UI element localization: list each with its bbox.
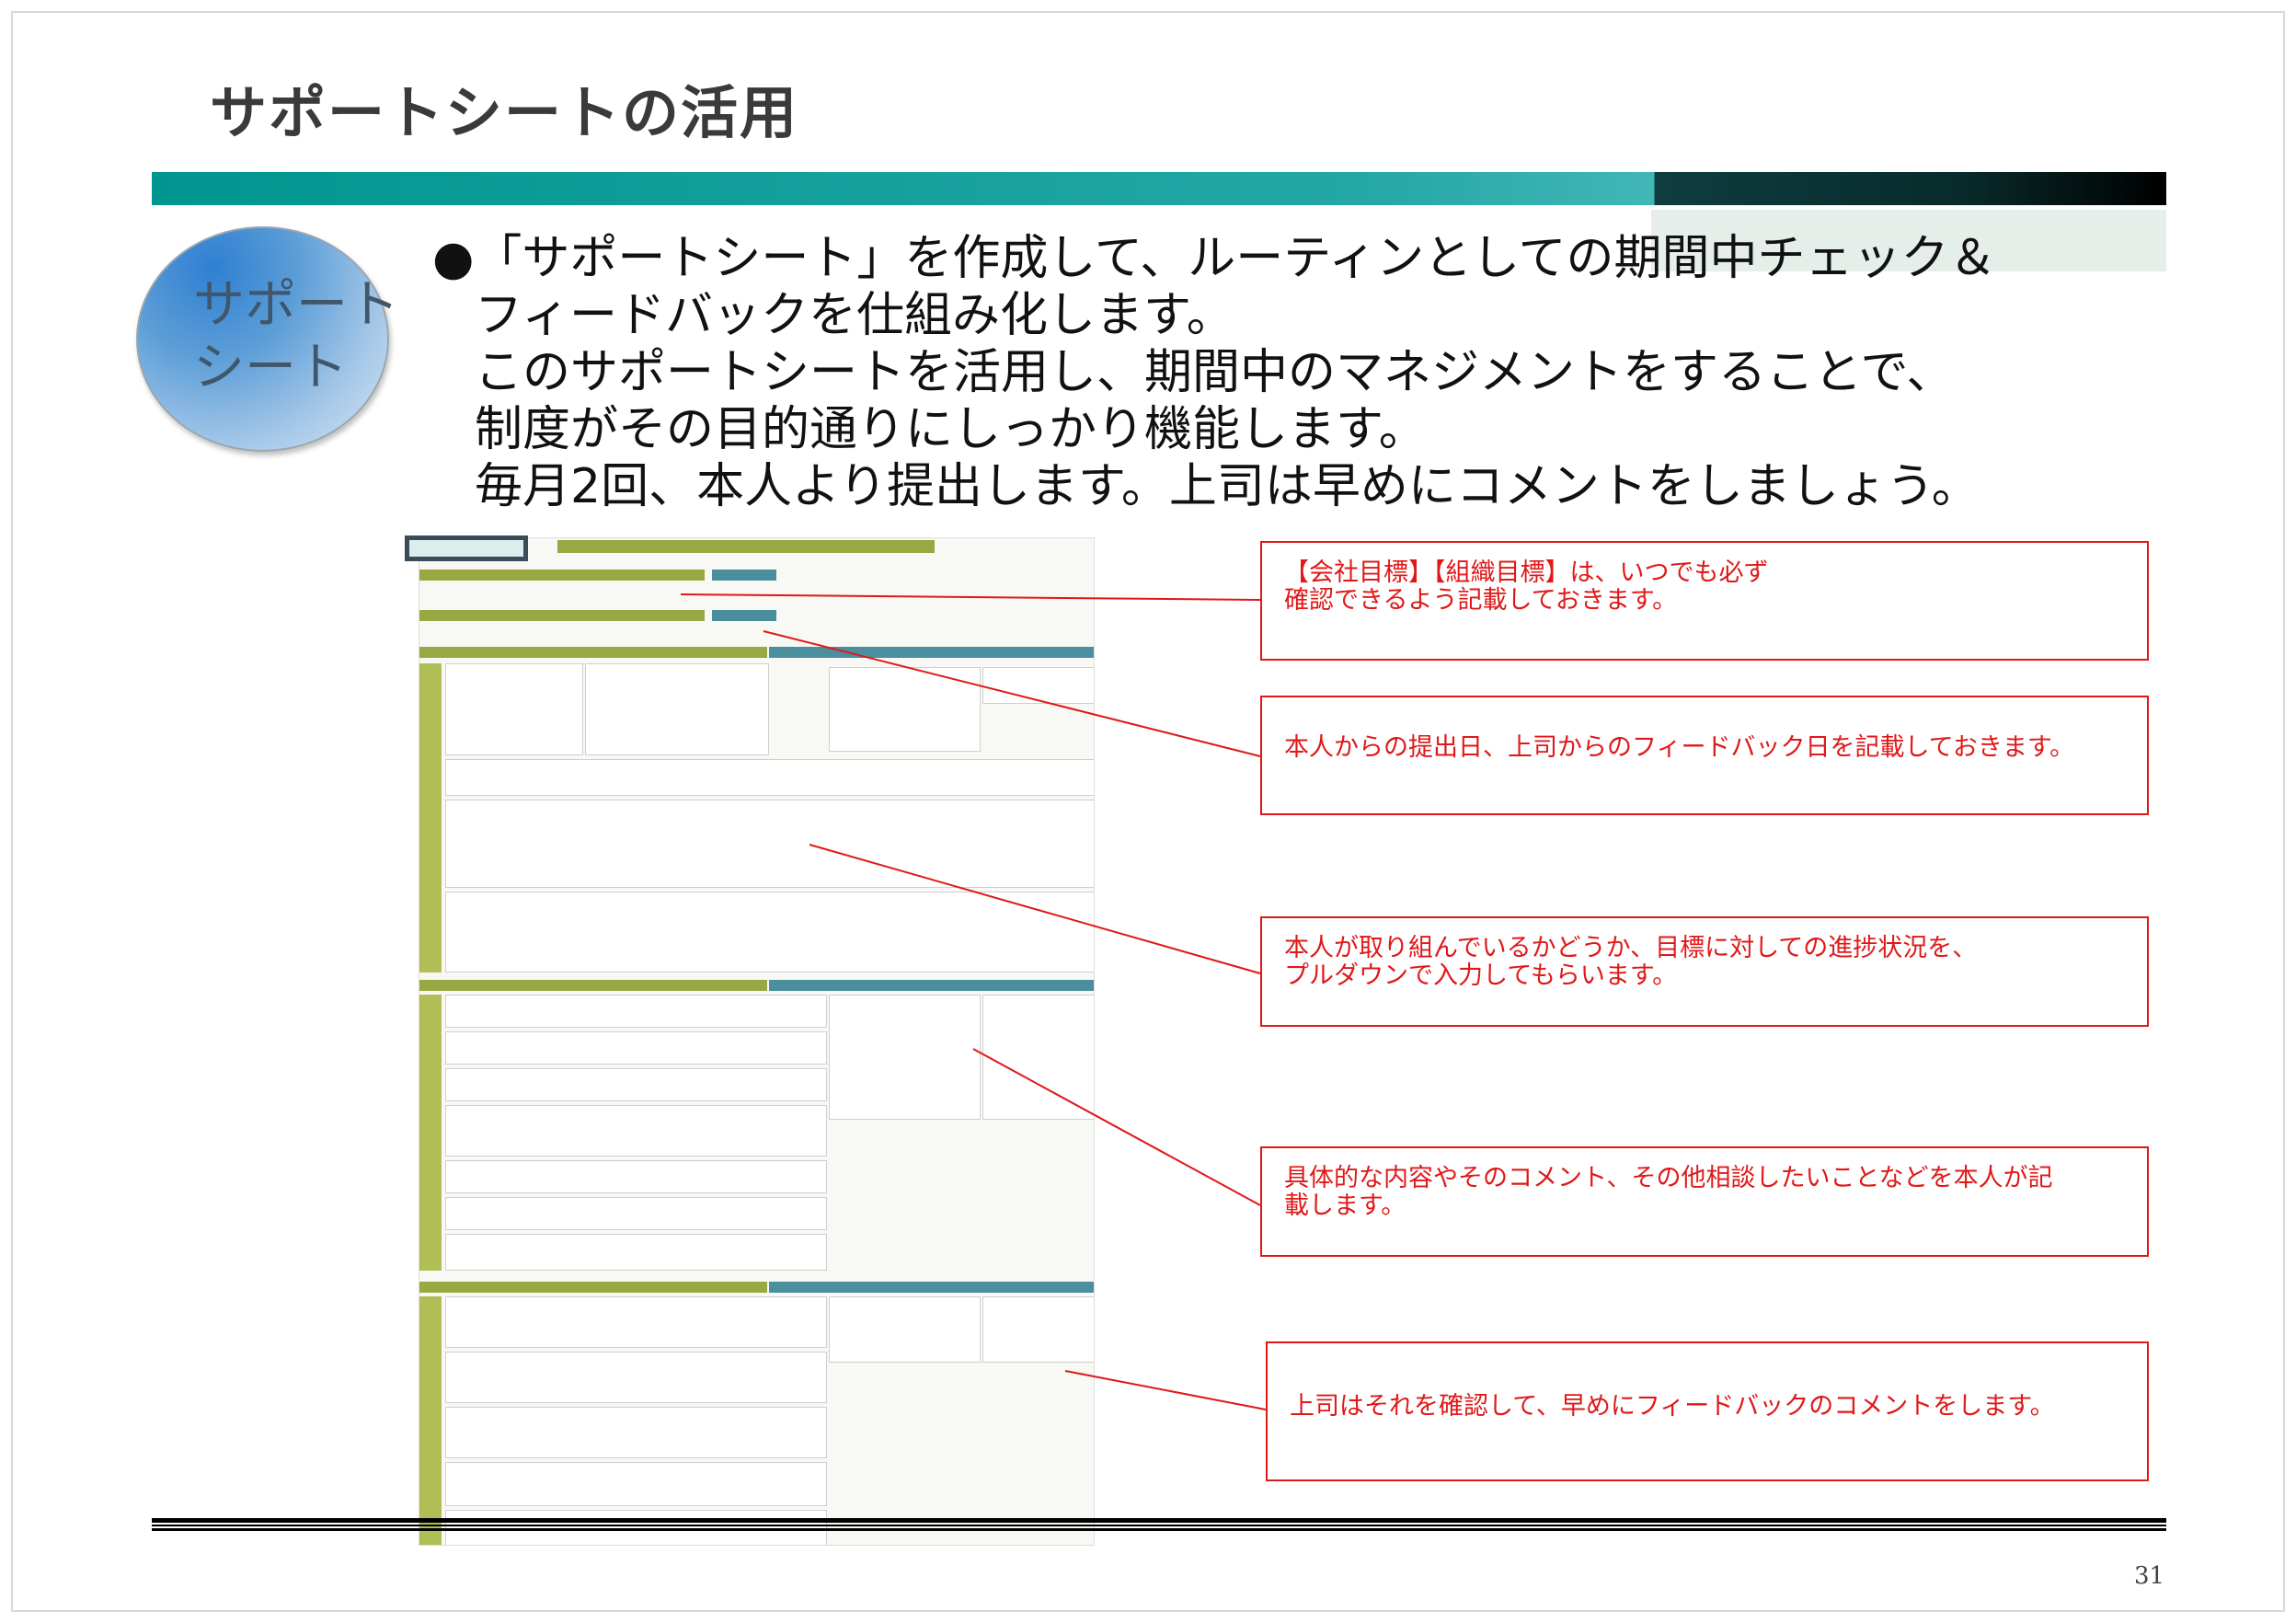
bullet-line-1: ●「サポートシート」を作成して、ルーティンとしての期間中チェック＆ [432, 230, 1997, 287]
section-3-header-left [419, 1282, 767, 1293]
section-3-feedback-box [982, 1296, 1094, 1363]
section-2-row-1 [445, 995, 827, 1028]
section-2-feedback-box [982, 995, 1094, 1120]
badge-line-1: サポート [193, 275, 399, 335]
badge-label: サポート シート [193, 274, 399, 399]
section-1-header-left [419, 647, 767, 658]
section-2-row-6 [445, 1197, 827, 1230]
annotation-comment-line-1: 具体的な内容やそのコメント、その他相談したいことなどを本人が記 [1284, 1164, 2053, 1192]
annotation-progress-line-2: プルダウンで入力してもらいます。 [1284, 961, 1678, 990]
bullet-dot-icon: ● [432, 231, 475, 286]
annotation-comment: 具体的な内容やそのコメント、その他相談したいことなどを本人が記 載します。 [1260, 1146, 2149, 1257]
section-1-item-2 [445, 759, 1094, 796]
support-sheet-image [419, 537, 1095, 1546]
bullet-line-2: フィードバックを仕組み化します。 [475, 288, 1234, 343]
section-1-header-right [769, 647, 1094, 658]
section-3-header-right [769, 1282, 1094, 1293]
badge-line-2: シート [193, 338, 348, 397]
section-3-row-1 [445, 1296, 827, 1348]
section-1-item-3 [445, 800, 1094, 888]
annotation-comment-line-2: 載します。 [1284, 1191, 1406, 1220]
section-2-row-2 [445, 1031, 827, 1065]
section-1-item-1-comment [829, 667, 981, 752]
annotation-dates: 本人からの提出日、上司からのフィードバック日を記載しておきます。 [1260, 696, 2149, 815]
sheet-goal-row [419, 570, 705, 581]
annotation-feedback-line-1: 上司はそれを確認して、早めにフィードバックのコメントをします。 [1290, 1392, 2055, 1421]
bullet-line-3: このサポートシートを活用し、期間中のマネジメントをすることで、 [475, 345, 1955, 400]
section-2-row-3 [445, 1068, 827, 1101]
section-2-row-7 [445, 1234, 827, 1271]
page-number: 31 [2134, 1562, 2165, 1590]
section-3-comment-box [829, 1296, 981, 1363]
title-underline-bar [152, 172, 2166, 205]
support-sheet-badge [136, 226, 389, 452]
section-3-row-4 [445, 1462, 827, 1506]
annotation-feedback: 上司はそれを確認して、早めにフィードバックのコメントをします。 [1266, 1341, 2149, 1481]
annotation-goals-line-1: 【会社目標】【組織目標】は、いつでも必ず [1284, 558, 1769, 587]
footer-rule [152, 1518, 2166, 1531]
section-3-side-band [419, 1296, 442, 1545]
section-3-row-3 [445, 1407, 827, 1458]
annotation-goals-line-2: 確認できるよう記載しておきます。 [1284, 586, 1678, 615]
section-3-row-2 [445, 1352, 827, 1403]
sheet-submit-date-header [712, 570, 776, 581]
annotation-goals: 【会社目標】【組織目標】は、いつでも必ず 確認できるよう記載しておきます。 [1260, 541, 2149, 661]
section-2-comment-box [829, 995, 981, 1120]
section-2-side-band [419, 995, 442, 1271]
annotation-progress: 本人が取り組んでいるかどうか、目標に対しての進捗状況を、 プルダウンで入力しても… [1260, 916, 2149, 1027]
bullet-line-5: 毎月2回、本人より提出します。上司は早めにコメントをしましょう。 [475, 459, 1980, 514]
section-2-row-4 [445, 1105, 827, 1157]
section-1-item-4 [445, 892, 1094, 973]
section-1-item-1-detail [585, 663, 769, 755]
bullet-paragraph: ●「サポートシート」を作成して、ルーティンとしての期間中チェック＆ フィードバッ… [432, 230, 1997, 515]
section-1-side-band [419, 663, 442, 973]
section-2-header-left [419, 980, 767, 991]
slide-title: サポートシートの活用 [210, 79, 799, 146]
section-2-header-right [769, 980, 1094, 991]
sheet-header-row [557, 540, 935, 553]
section-2-row-5 [445, 1160, 827, 1193]
title-bar-accent-block [1651, 210, 2166, 271]
section-1-item-1-feedback [982, 667, 1094, 704]
sheet-feedback-date-header [712, 610, 776, 621]
section-3-row-5 [445, 1510, 827, 1545]
annotation-dates-line-1: 本人からの提出日、上司からのフィードバック日を記載しておきます。 [1284, 733, 2075, 762]
section-1-item-1 [445, 663, 583, 755]
sheet-org-goal-row [419, 610, 705, 621]
bullet-line-4: 制度がその目的通りにしっかり機能します。 [475, 402, 1427, 457]
annotation-progress-line-1: 本人が取り組んでいるかどうか、目標に対しての進捗状況を、 [1284, 934, 1978, 962]
bullet-line-1-text: 「サポートシート」を作成して、ルーティンとしての期間中チェック＆ [474, 231, 1997, 286]
slide-frame [11, 11, 2285, 1612]
sheet-thumbnail-tab [405, 535, 528, 561]
